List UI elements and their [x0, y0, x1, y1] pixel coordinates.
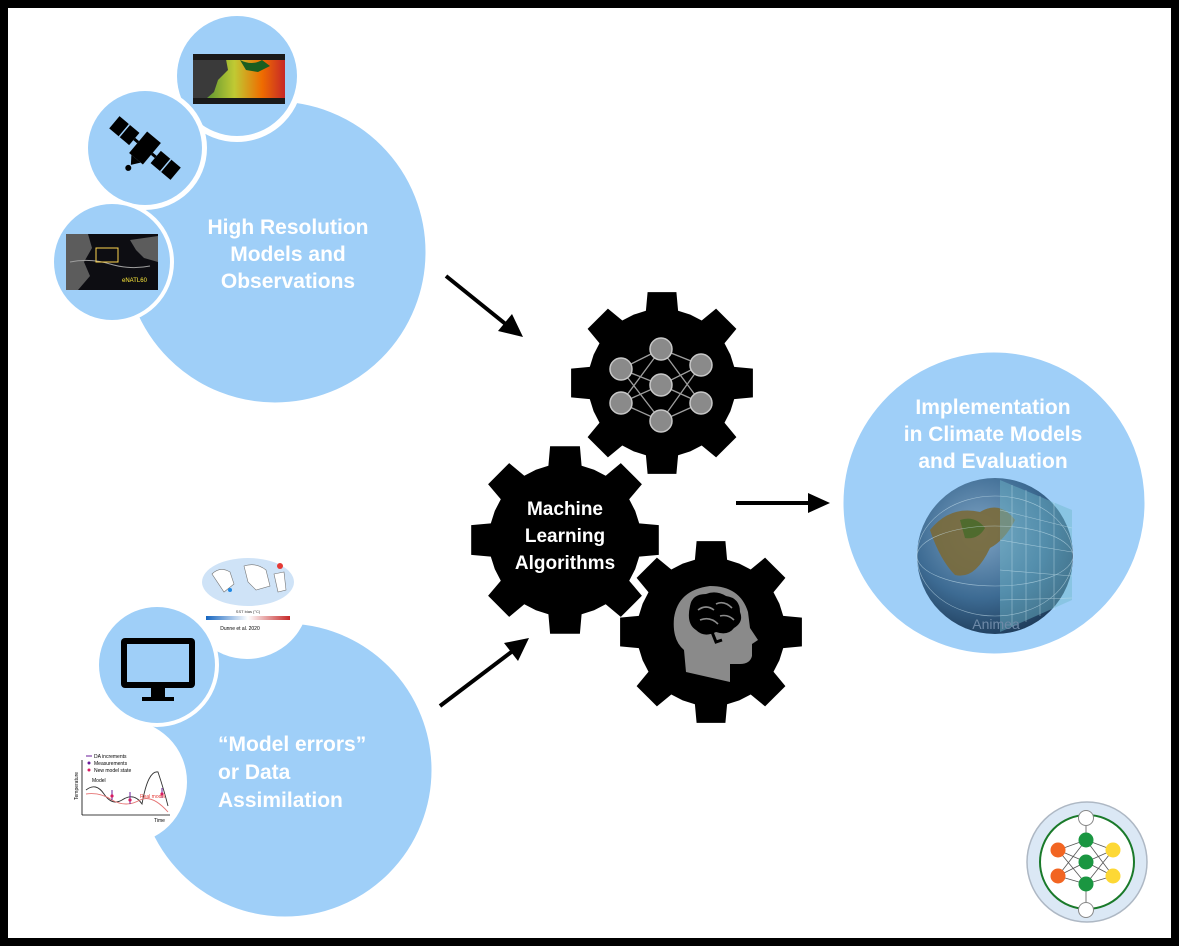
data-assimilation-plot: Temperature Time DA increments Measureme…	[74, 754, 170, 824]
title-line: Observations	[221, 270, 355, 293]
sst-bias-map-image: SST bias (°C) Dunne et al. 2020	[202, 558, 294, 632]
machine-learning-title: Machine Learning Algorithms	[515, 499, 615, 574]
title-line: Assimilation	[218, 789, 343, 812]
title-line: in Climate Models	[904, 423, 1083, 446]
arrow-gears-to-implementation	[736, 493, 830, 513]
climate-model-globe: Animea	[916, 478, 1074, 634]
implementation-cluster: Implementation in Climate Models and Eva…	[840, 349, 1148, 657]
high-resolution-cluster: eNATL60 High Resolution Models and Obser…	[50, 10, 429, 406]
title-line: “Model errors”	[218, 733, 366, 756]
globe-caption: Animea	[972, 616, 1020, 632]
ocean-model-label: eNATL60	[122, 278, 148, 284]
legend-item: Measurements	[94, 761, 128, 767]
arrow-bottom-to-gears	[438, 638, 529, 708]
title-line: Algorithms	[515, 553, 615, 574]
title-line: Models and	[230, 243, 346, 266]
arrow-top-to-gears	[444, 274, 523, 337]
title-line: Learning	[525, 526, 605, 547]
title-line: Machine	[527, 499, 603, 520]
title-line: or Data	[218, 761, 291, 784]
ocean-model-image: eNATL60	[66, 234, 158, 290]
model-errors-title: “Model errors” or Data Assimilation	[218, 733, 366, 812]
legend-item: DA increments	[94, 754, 127, 760]
legend-item: New model state	[94, 768, 131, 774]
real-model-label: Real model	[140, 794, 165, 800]
model-label: Model	[92, 778, 106, 784]
colorbar-label: SST bias (°C)	[236, 609, 261, 614]
neural-network-icon	[609, 337, 713, 433]
da-ylabel: Temperature	[74, 772, 80, 800]
satellite-icon	[109, 116, 181, 180]
title-line: High Resolution	[208, 216, 369, 239]
da-xlabel: Time	[154, 818, 165, 824]
satellite-map-image	[193, 54, 285, 104]
machine-learning-gear	[471, 446, 659, 634]
map-credit: Dunne et al. 2020	[220, 626, 260, 632]
title-line: and Evaluation	[918, 450, 1067, 473]
model-errors-cluster: SST bias (°C) Dunne et al. 2020 Temperat…	[63, 535, 435, 920]
neural-network-logo	[1026, 801, 1148, 923]
gear-shape	[471, 446, 659, 634]
high-resolution-title: High Resolution Models and Observations	[208, 216, 369, 293]
title-line: Implementation	[915, 396, 1070, 419]
monitor-icon	[121, 638, 195, 701]
head-brain-icon	[673, 586, 758, 682]
implementation-title: Implementation in Climate Models and Eva…	[904, 396, 1083, 473]
